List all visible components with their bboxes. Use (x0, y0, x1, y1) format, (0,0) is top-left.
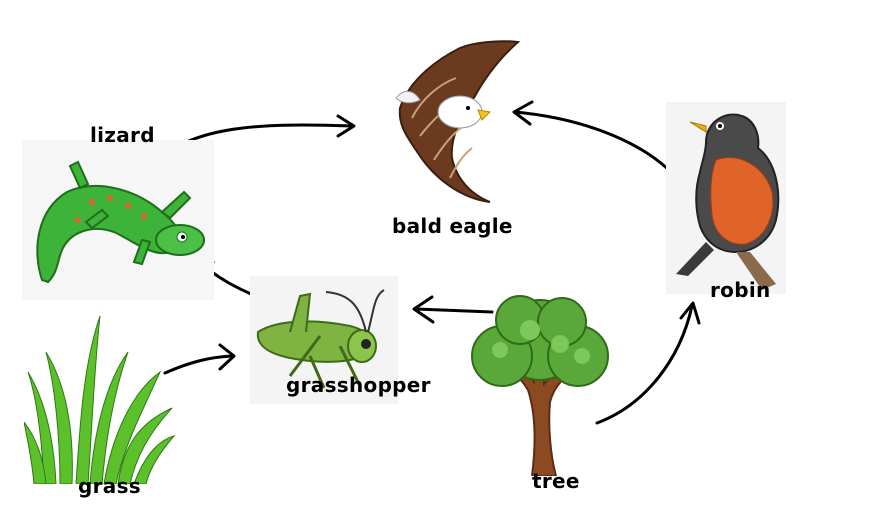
organism-grass (24, 312, 176, 484)
grass-image (24, 315, 176, 484)
organism-grasshopper (250, 276, 398, 404)
organism-tree (470, 294, 610, 476)
lizard-image (22, 140, 214, 300)
label-grass: grass (78, 474, 141, 498)
arrow-robin-to-bald-eagle (512, 100, 676, 177)
arrow-tree-to-grasshopper (412, 295, 494, 324)
bald-eagle-image (395, 40, 521, 203)
arrow-grass-to-grasshopper (163, 343, 236, 375)
robin-image (666, 102, 786, 294)
tree-image (471, 295, 609, 476)
label-tree: tree (532, 469, 580, 493)
organism-robin (666, 102, 786, 294)
label-lizard: lizard (90, 123, 155, 147)
organism-lizard (22, 140, 214, 300)
label-robin: robin (710, 278, 771, 302)
organism-bald-eagle (390, 38, 522, 206)
arrow-tree-to-robin (595, 301, 701, 425)
label-bald-eagle: bald eagle (392, 214, 513, 238)
label-grasshopper: grasshopper (286, 373, 431, 397)
grasshopper-image (250, 276, 398, 404)
